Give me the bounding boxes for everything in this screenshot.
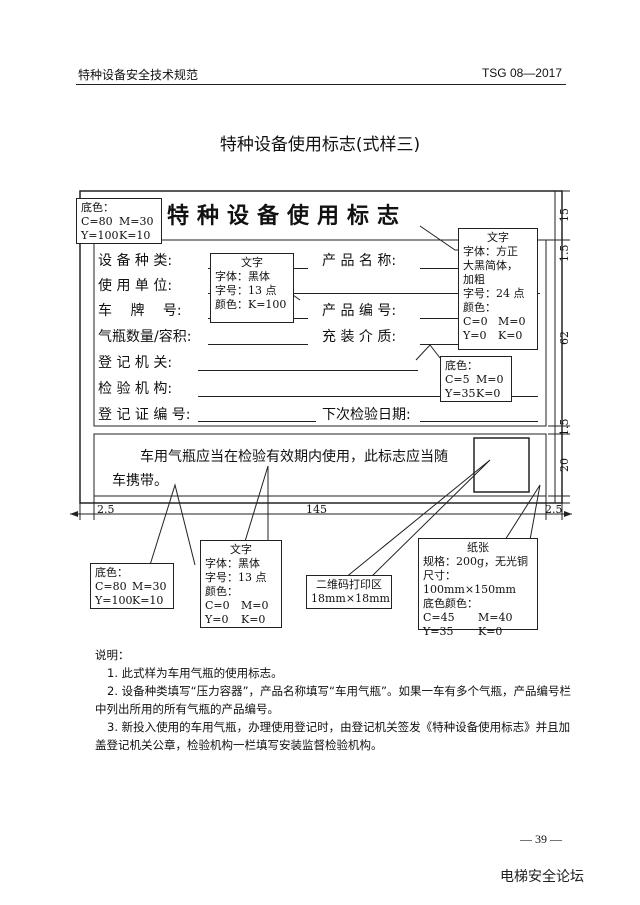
field-line (208, 344, 308, 345)
header-left: 特种设备安全技术规范 (78, 68, 199, 82)
dim-145: 145 (306, 503, 327, 516)
callout-line: C=80 (81, 215, 113, 228)
callout-qr: 二维码打印区 18mm×18mm (306, 575, 392, 609)
callout-line: 字号：13 点 (215, 284, 277, 297)
page-title: 特种设备使用标志(式样三) (219, 135, 421, 155)
field-line (198, 396, 538, 397)
callout-line: M=30 (119, 215, 154, 228)
callout-line: C=45 (423, 611, 455, 624)
field-line (420, 268, 460, 269)
callout-line: 大黑简体， (463, 259, 518, 272)
callout-line: 尺寸：100mm×150mm (423, 569, 516, 596)
callout-line: M=30 (132, 580, 167, 593)
callout-line: 文字 (230, 543, 252, 556)
label-product-name: 产 品 名 称: (322, 253, 397, 269)
field-line (198, 370, 418, 371)
callout-paper: 纸张 规格：200g，无光铜 尺寸：100mm×150mm 底色颜色： C=45… (418, 538, 538, 638)
callout-line: C=5 (445, 373, 470, 386)
page-number: — 39 — (520, 832, 562, 846)
callout-line: M=0 (498, 315, 526, 328)
callout-line: 字体：黑体 (205, 557, 260, 570)
callout-line: Y=0 (205, 613, 229, 626)
callout-line: 文字 (241, 256, 263, 269)
label-next-date: 下次检验日期: (322, 407, 411, 423)
dim-2-5-left: 2.5 (97, 503, 115, 516)
callout-line: 字号：24 点 (463, 287, 525, 300)
footer-text-1: 车用气瓶应当在检验有效期内使用，此标志应当随 (140, 449, 448, 465)
callout-line: K=0 (478, 625, 503, 638)
callout-line: 字体：方正 (463, 245, 518, 258)
callout-line: K=0 (498, 329, 523, 342)
callout-line: 二维码打印区 (316, 578, 382, 591)
callout-bg-bottom-left: 底色： C=80 M=30 Y=100K=10 (90, 563, 174, 609)
field-line (208, 293, 540, 294)
callout-line: Y=35 (423, 625, 454, 638)
notes-heading: 说明： (95, 648, 130, 662)
label-cylinder-qty: 气瓶数量/容积: (98, 329, 192, 345)
callout-line: Y=35 (445, 387, 476, 400)
callout-line: M=0 (476, 373, 504, 386)
callout-line: 18mm×18mm (311, 592, 390, 605)
callout-line: 底色： (95, 566, 128, 579)
note-2: 2. 设备种类填写“压力容器”，产品名称填写“车用气瓶”。如果一车有多个气瓶，产… (95, 684, 571, 716)
callout-line: 底色颜色： (423, 597, 478, 610)
callout-line: C=0 (463, 315, 488, 328)
sign-title: 特种设备使用标志 (167, 204, 408, 229)
callout-line: C=0 (205, 599, 230, 612)
callout-line: 纸张 (467, 541, 489, 554)
callout-font-a: 文字 字体：黑体 字号：13 点 颜色：K=100 (210, 253, 294, 323)
field-line (420, 421, 538, 422)
callout-line: 字号：13 点 (205, 571, 267, 584)
callout-line: Y=0 (463, 329, 487, 342)
label-reg-authority: 登 记 机 关: (98, 355, 173, 371)
dim-1-5-bottom: 1.5 (558, 418, 571, 437)
callout-line: K=0 (476, 387, 501, 400)
header-rule (76, 84, 566, 85)
callout-line: 文字 (487, 231, 509, 244)
callout-line: 底色： (445, 359, 478, 372)
callout-line: M=0 (241, 599, 269, 612)
callout-font-b: 文字 字体：方正 大黑简体， 加粗 字号：24 点 颜色： C=0 M=0 Y=0… (458, 228, 538, 350)
label-equipment-type: 设 备 种 类: (98, 253, 173, 269)
dim-1-5-top: 1.5 (558, 244, 571, 263)
callout-line: 颜色：K=100 (215, 298, 287, 311)
callout-line: 字体：黑体 (215, 270, 270, 283)
callout-line: 加粗 (463, 273, 485, 286)
label-plate: 车 牌 号: (98, 303, 182, 319)
callout-line: Y=100 (95, 594, 133, 607)
callout-font-c: 文字 字体：黑体 字号：13 点 颜色： C=0 M=0 Y=0 K=0 (200, 540, 282, 628)
dim-20: 20 (558, 458, 571, 472)
callout-line: 颜色： (205, 585, 238, 598)
label-product-no: 产 品 编 号: (322, 303, 397, 319)
callout-bg-right: 底色： C=5 M=0 Y=35K=0 (440, 356, 512, 402)
header-right: TSG 08—2017 (481, 66, 562, 80)
callout-line: K=10 (132, 594, 164, 607)
dim-62: 62 (558, 331, 571, 345)
callout-line: M=40 (478, 611, 513, 624)
callout-line: Y=100 (81, 229, 119, 242)
label-reg-cert-no: 登 记 证 编 号: (98, 407, 191, 423)
notes-block: 说明： 1. 此式样为车用气瓶的使用标志。 2. 设备种类填写“压力容器”，产品… (95, 646, 575, 754)
callout-line: K=0 (241, 613, 266, 626)
callout-line: C=80 (95, 580, 127, 593)
callout-line: 底色： (81, 201, 114, 214)
callout-line: 颜色： (463, 301, 496, 314)
callout-line: K=10 (119, 229, 151, 242)
callout-line: 规格：200g，无光铜 (423, 555, 529, 568)
field-line (198, 421, 316, 422)
note-1: 1. 此式样为车用气瓶的使用标志。 (107, 666, 283, 680)
dim-2-5-right: 2.5 (545, 503, 563, 516)
footer-text-2: 车携带。 (112, 473, 168, 489)
note-3: 3. 新投入使用的车用气瓶，办理使用登记时，由登记机关签发《特种设备使用标志》并… (95, 720, 571, 752)
label-user-unit: 使 用 单 位: (98, 278, 173, 294)
label-inspection-org: 检 验 机 构: (98, 381, 173, 397)
watermark: 电梯安全论坛 (500, 869, 584, 885)
dim-15: 15 (558, 208, 571, 222)
callout-bg-top-left: 底色： C=80 M=30 Y=100K=10 (76, 198, 162, 244)
label-medium: 充 装 介 质: (322, 329, 397, 345)
